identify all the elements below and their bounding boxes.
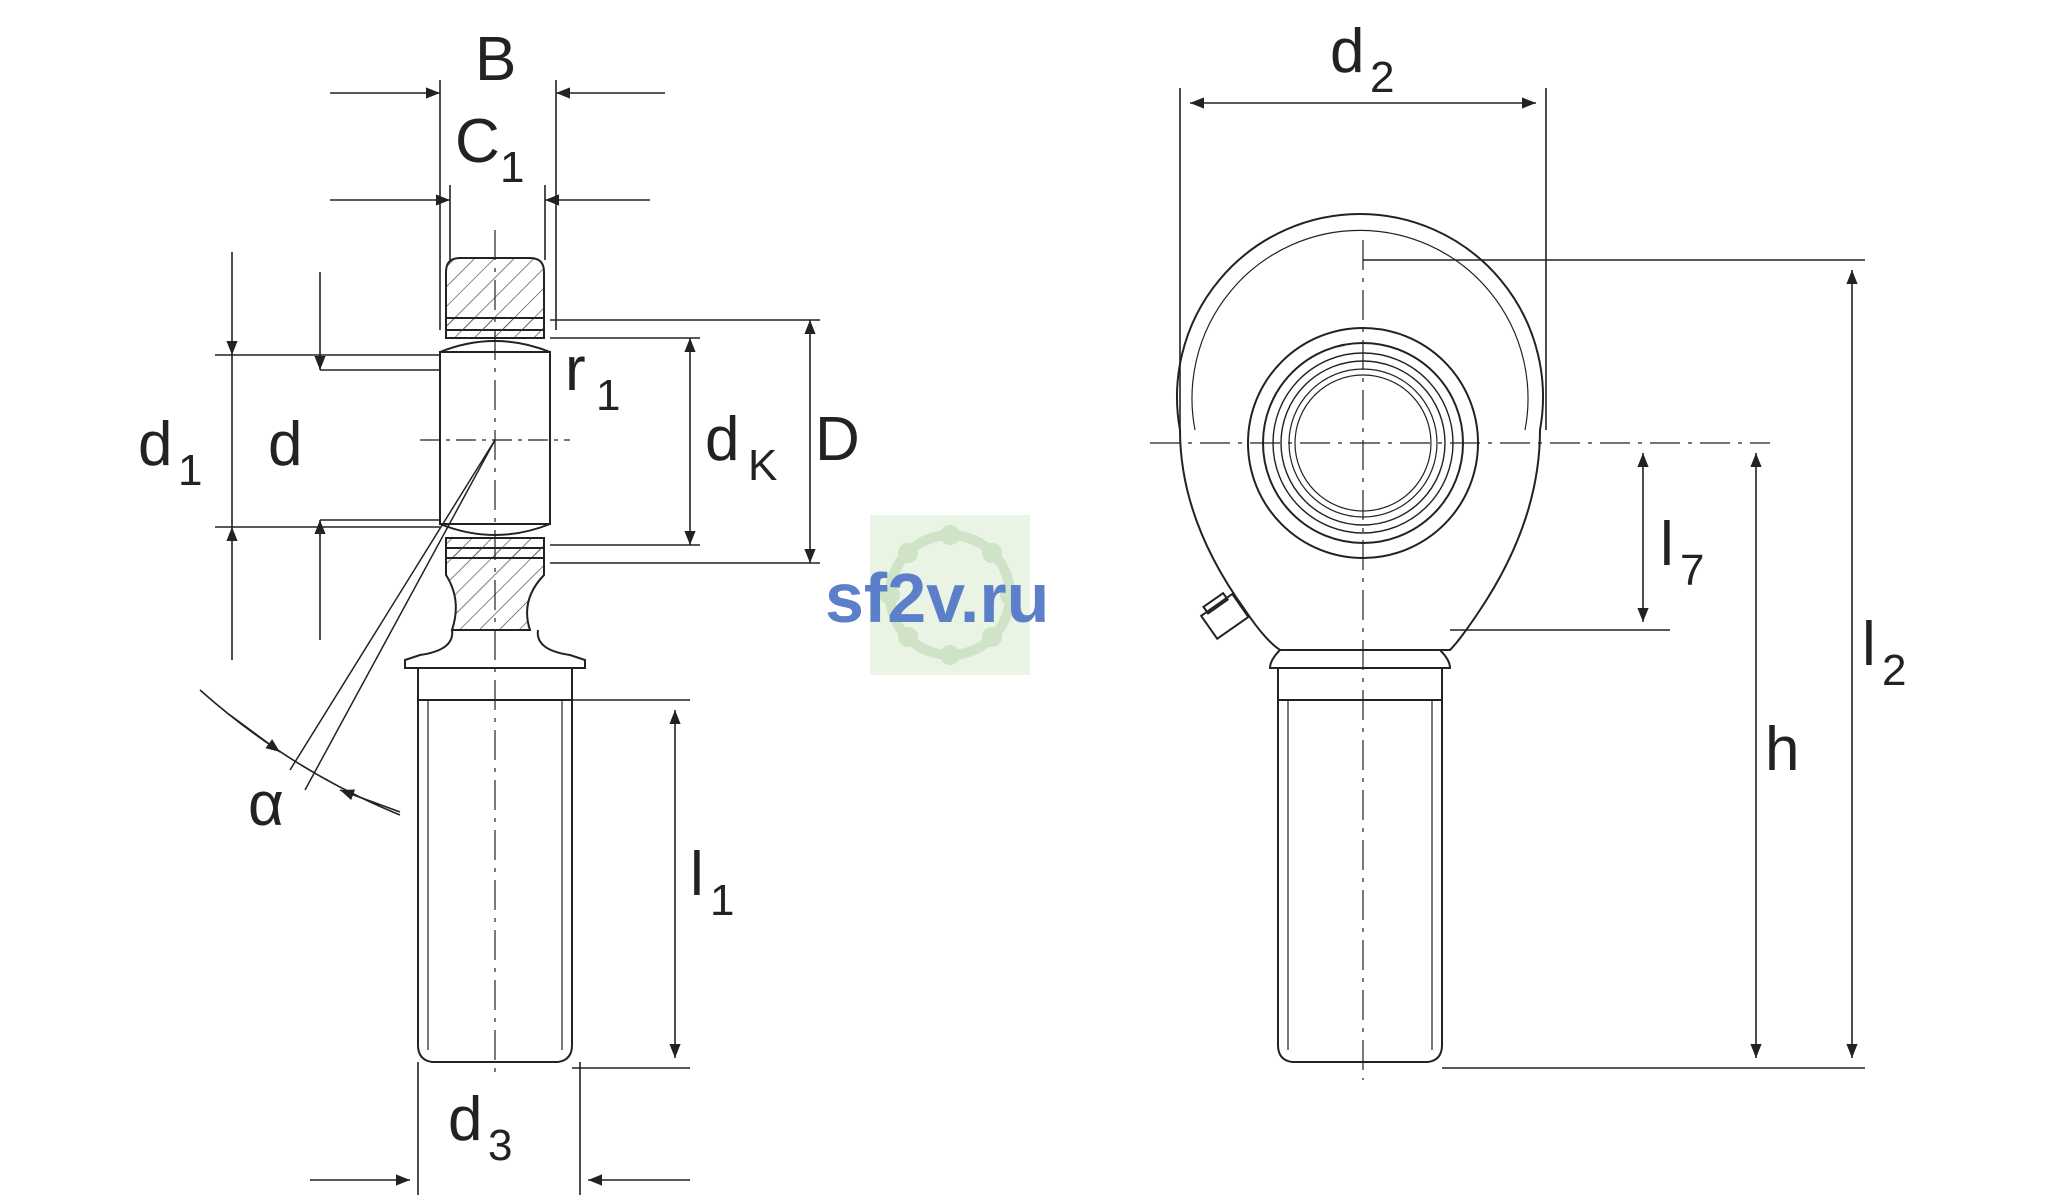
label-l7: l xyxy=(1660,510,1674,579)
right-dimension-lines xyxy=(1179,88,1865,1069)
left-dimension-lines xyxy=(199,80,820,1195)
label-C1: C xyxy=(455,107,500,176)
label-h: h xyxy=(1765,715,1799,784)
label-D: D xyxy=(815,405,860,474)
label-alpha: α xyxy=(248,770,284,839)
label-d: d xyxy=(268,410,302,479)
label-r1-sub: 1 xyxy=(596,371,620,420)
label-C1-sub: 1 xyxy=(500,143,524,192)
label-l1: l xyxy=(690,840,704,909)
label-B: B xyxy=(475,25,516,94)
label-l2: l xyxy=(1862,610,1876,679)
label-dK: d xyxy=(705,405,739,474)
label-l7-sub: 7 xyxy=(1680,546,1704,595)
label-r1: r xyxy=(565,335,586,404)
dimension-labels: B C 1 d 1 d r 1 d K D α l 1 d 3 d 2 l 7 … xyxy=(138,17,1906,1170)
label-d3-sub: 3 xyxy=(488,1121,512,1170)
watermark-logo: sf2v.ru xyxy=(825,515,1049,675)
label-d1-sub: 1 xyxy=(178,446,202,495)
side-section-view xyxy=(289,230,586,1080)
label-dK-sub: K xyxy=(748,441,777,490)
label-d1: d xyxy=(138,410,172,479)
watermark-text: sf2v.ru xyxy=(825,559,1049,637)
label-d3: d xyxy=(448,1085,482,1154)
front-view xyxy=(1150,213,1770,1080)
label-l1-sub: 1 xyxy=(710,876,734,925)
label-d2: d xyxy=(1330,17,1364,86)
label-l2-sub: 2 xyxy=(1882,646,1906,695)
label-d2-sub: 2 xyxy=(1370,53,1394,102)
